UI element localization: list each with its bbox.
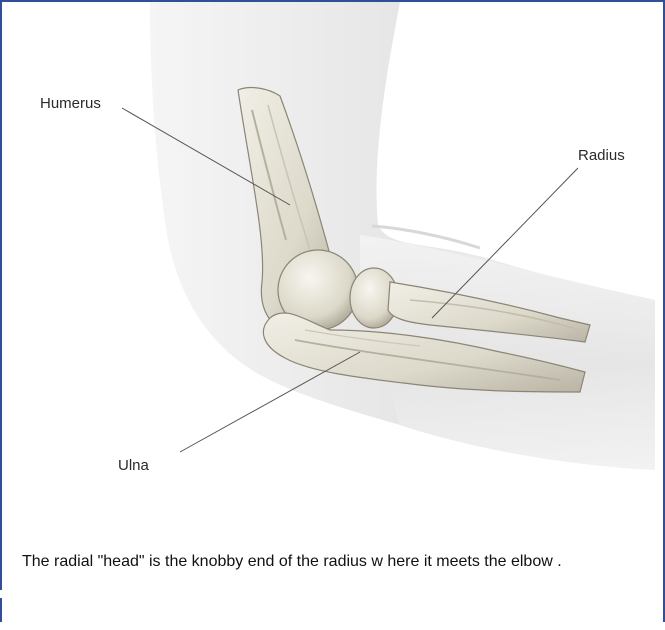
humerus-label: Humerus	[40, 95, 101, 112]
elbow-illustration: Humerus Radius Ulna	[0, 0, 665, 540]
ulna-label: Ulna	[118, 457, 150, 474]
radius-label: Radius	[578, 147, 625, 164]
frame-tick	[0, 598, 2, 622]
figure-caption: The radial "head" is the knobby end of t…	[22, 550, 642, 574]
